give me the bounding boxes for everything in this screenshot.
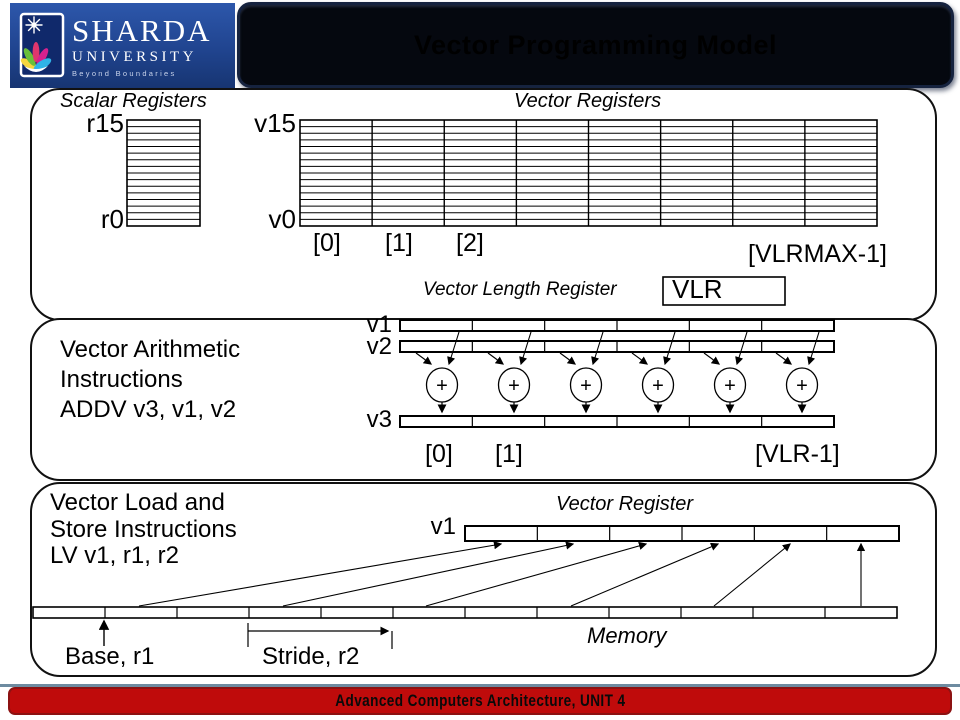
v2-to-adder-arrow [631,352,648,365]
university-tagline: Beyond Boundaries [72,69,177,78]
v2-to-adder-arrow [487,352,504,365]
v1-to-adder-arrow [591,331,604,366]
vector-length-register-label: Vector Length Register [423,279,617,300]
memory-label: Memory [587,623,667,648]
vector-load-store-panel [30,482,937,677]
vector-index-1: [1] [385,229,413,257]
footer-bar: Advanced Computers Architecture, UNIT 4 [8,687,952,715]
v1-to-adder-arrow [807,331,820,366]
vector-register-label: Vector Register [556,493,694,515]
memory-to-register-arrow [138,541,503,607]
vector-registers-label: Vector Registers [514,90,662,112]
v1-to-adder-arrow [519,331,532,366]
slide-title: Vector Programming Model [413,29,778,60]
v2-to-adder-arrow [703,352,720,365]
footer-text: Advanced Computers Architecture, UNIT 4 [334,691,626,710]
arith-text-line1: Vector Arithmetic [60,336,241,363]
university-emblem-icon [19,12,65,78]
load-text-line1: Vector Load and [50,489,225,516]
memory-to-register-arrow [425,541,648,607]
slide-title-box: Vector Programming Model [237,2,954,88]
vector-index-2: [2] [456,229,484,257]
university-logo: SHARDA UNIVERSITY Beyond Boundaries [10,3,235,88]
vector-index-0: [0] [313,229,341,257]
scalar-registers-label: Scalar Registers [60,90,207,112]
vector-reg-top-label: v15 [254,108,296,138]
vlr-box [662,276,786,306]
adder-plus-label: + [724,375,736,397]
load-text-line2: Store Instructions [50,516,237,543]
vlr-value: VLR [672,274,723,304]
base-label: Base, r1 [65,643,155,670]
arith-v3-label: v3 [366,406,392,433]
load-v1-label: v1 [430,513,456,540]
university-subname: UNIVERSITY [72,49,197,65]
vector-reg-bottom-label: v0 [268,204,296,234]
arith-v2-label: v2 [366,333,392,360]
vector-index-last: [VLRMAX-1] [748,240,887,268]
arith-index-last: [VLR-1] [755,440,840,468]
stride-label: Stride, r2 [262,643,360,670]
v1-to-adder-arrow [447,331,460,366]
adder-plus-label: + [580,375,592,397]
memory-to-register-arrow [282,541,575,607]
memory-to-register-arrow [713,543,791,607]
load-text-line3: LV v1, r1, r2 [50,542,179,569]
v1-to-adder-arrow [735,331,748,366]
university-name: SHARDA [72,13,212,48]
footer-divider [0,684,960,687]
v2-to-adder-arrow [415,352,432,365]
adder-plus-label: + [652,375,664,397]
v2-to-adder-arrow [559,352,576,365]
adder-plus-label: + [508,375,520,397]
v1-to-adder-arrow [663,331,676,366]
adder-plus-label: + [436,375,448,397]
adder-plus-label: + [796,375,808,397]
memory-to-register-arrow [570,542,720,607]
arith-text-line2: Instructions [60,366,183,393]
scalar-reg-bottom-label: r0 [100,204,124,234]
arith-text-line3: ADDV v3, v1, v2 [60,396,237,423]
arith-v1-label: v1 [366,311,392,338]
arith-index-0: [0] [425,440,453,468]
arith-index-1: [1] [495,440,523,468]
v2-to-adder-arrow [775,352,792,365]
scalar-reg-top-label: r15 [86,108,124,138]
